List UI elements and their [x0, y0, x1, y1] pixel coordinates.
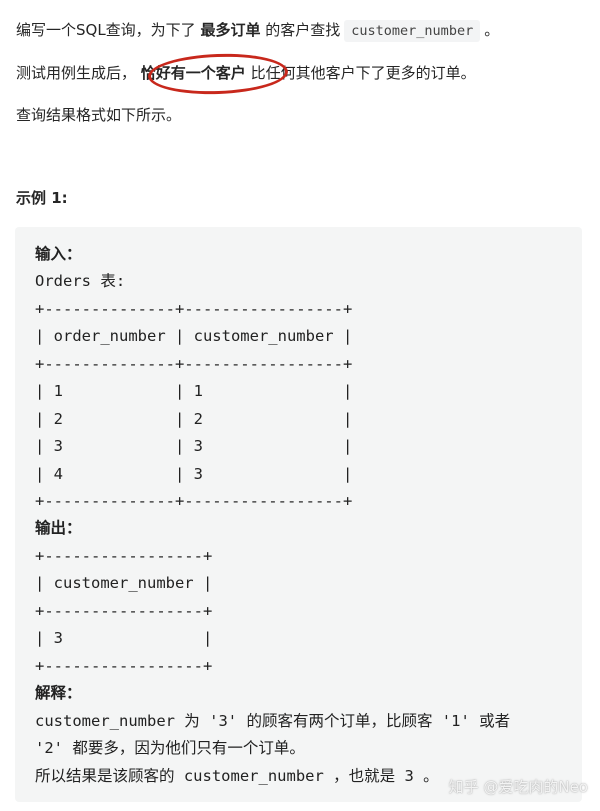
- input-table-border-mid: +--------------+-----------------+: [35, 355, 353, 373]
- result-format-note: 查询结果格式如下所示。: [16, 106, 182, 124]
- inline-code-customer-number: customer_number: [344, 20, 481, 42]
- emphasis-exactly-one-customer: 恰好有一个客户: [140, 64, 246, 82]
- explanation-line: '2' 都要多，因为他们只有一个订单。: [35, 739, 305, 757]
- emphasis-most-orders: 最多订单: [200, 21, 261, 39]
- statement-middle: 的客户查找: [265, 21, 341, 39]
- statement-prefix: 测试用例生成后，: [16, 64, 137, 82]
- input-table-row: | 3 | 3 |: [35, 437, 353, 455]
- input-table-row: | 4 | 3 |: [35, 465, 353, 483]
- explanation-line: 所以结果是该顾客的 customer_number ，也就是 3 。: [35, 767, 439, 785]
- statement-suffix: 。: [484, 21, 500, 39]
- input-table-border-bottom: +--------------+-----------------+: [35, 492, 353, 510]
- output-table-border-mid: +-----------------+: [35, 602, 213, 620]
- output-table-border-top: +-----------------+: [35, 547, 213, 565]
- output-table-header: | customer_number |: [35, 574, 213, 592]
- output-table-border-bottom: +-----------------+: [35, 657, 213, 675]
- statement-prefix: 编写一个SQL查询，为下了: [16, 21, 196, 39]
- example-title: 示例 1:: [16, 189, 68, 207]
- explanation-line: customer_number 为 '3' 的顾客有两个订单，比顾客 '1' 或…: [35, 712, 511, 730]
- input-table-header: | order_number | customer_number |: [35, 327, 353, 345]
- input-table-row: | 2 | 2 |: [35, 410, 353, 428]
- output-table-row: | 3 |: [35, 629, 213, 647]
- zhihu-watermark: 知乎 @爱吃肉的Neo: [448, 778, 588, 796]
- explanation-label: 解释：: [35, 684, 82, 702]
- example-code-block: [15, 227, 582, 802]
- statement-suffix: 比任何其他客户下了更多的订单。: [250, 64, 476, 82]
- input-table-row: | 1 | 1 |: [35, 382, 353, 400]
- output-label: 输出：: [35, 519, 82, 537]
- problem-statement-line-2: 测试用例生成后， 恰好有一个客户 比任何其他客户下了更多的订单。: [16, 62, 476, 84]
- input-label: 输入：: [35, 245, 82, 263]
- input-table-border-top: +--------------+-----------------+: [35, 300, 353, 318]
- orders-table-caption: Orders 表:: [35, 272, 126, 290]
